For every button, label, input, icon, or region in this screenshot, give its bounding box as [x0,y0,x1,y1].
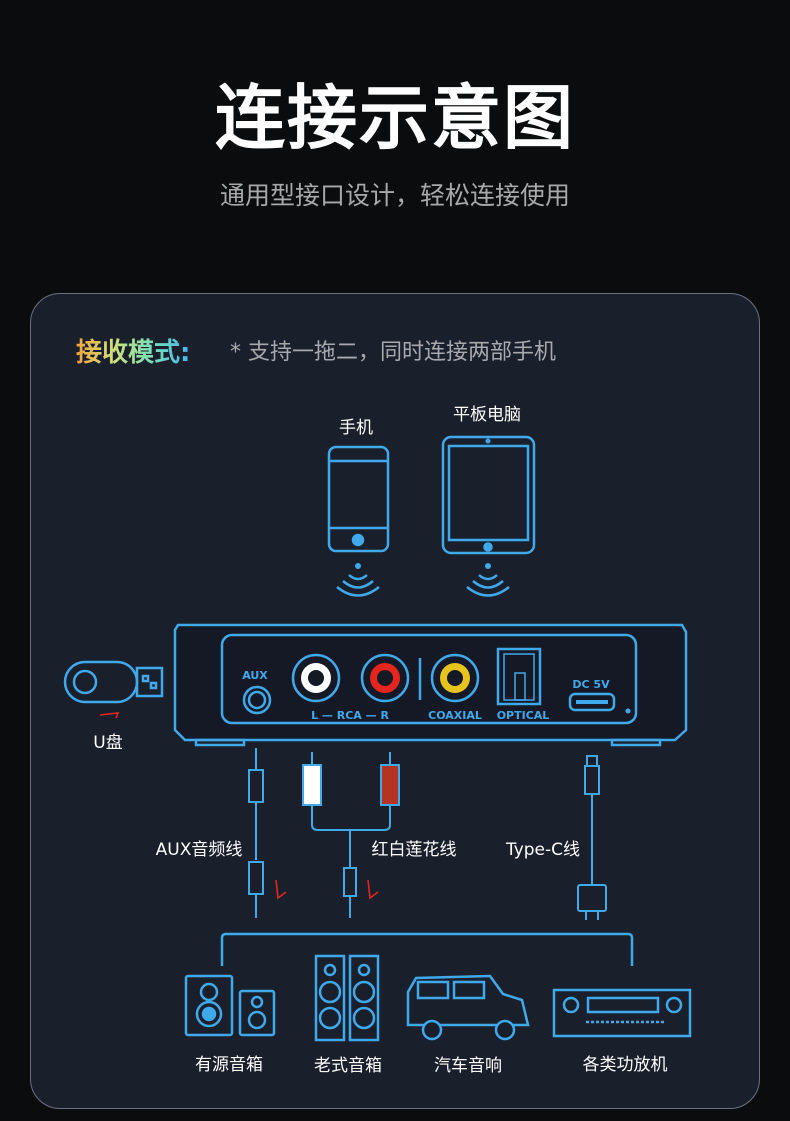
wireless-icon [336,563,380,597]
port-dc-label: DC 5V [572,678,610,691]
source-tablet-label: 平板电脑 [453,405,521,425]
output-floor-speaker-label: 老式音箱 [314,1056,382,1076]
wireless-icon [466,563,510,597]
port-coaxial-label: COAXIAL [428,709,482,722]
usb-label: U盘 [93,733,122,753]
port-rca-label: L — RCA — R [311,709,389,722]
mode-label: 接收模式: [76,332,190,369]
amplifier-icon [552,988,692,1038]
tablet-icon [441,435,536,555]
port-optical-label: OPTICAL [497,709,550,722]
car-icon [406,974,530,1041]
output-active-speaker-label: 有源音箱 [195,1055,263,1075]
phone-icon [327,445,390,553]
source-phone-label: 手机 [339,418,373,438]
receiver-device [173,623,688,747]
usb-drive-icon [63,660,164,719]
cable-aux-label: AUX音频线 [156,840,243,860]
port-aux-label: AUX [242,669,268,682]
cable-rca-label: 红白莲花线 [372,840,457,860]
floor-speaker-icon [314,954,380,1042]
aux-cable-icon [248,748,287,918]
connector-bracket [220,932,634,966]
active-speaker-icon [184,974,276,1037]
output-car-audio-label: 汽车音响 [434,1056,502,1076]
cable-typec-label: Type-C线 [505,840,580,860]
page-title: 连接示意图 [215,77,575,159]
typec-cable-icon [577,755,607,920]
page-subtitle: 通用型接口设计，轻松连接使用 [219,181,570,210]
rca-cable-icon [302,752,400,918]
mode-note: * 支持一拖二，同时连接两部手机 [230,340,556,365]
output-amplifier-label: 各类功放机 [583,1055,668,1075]
